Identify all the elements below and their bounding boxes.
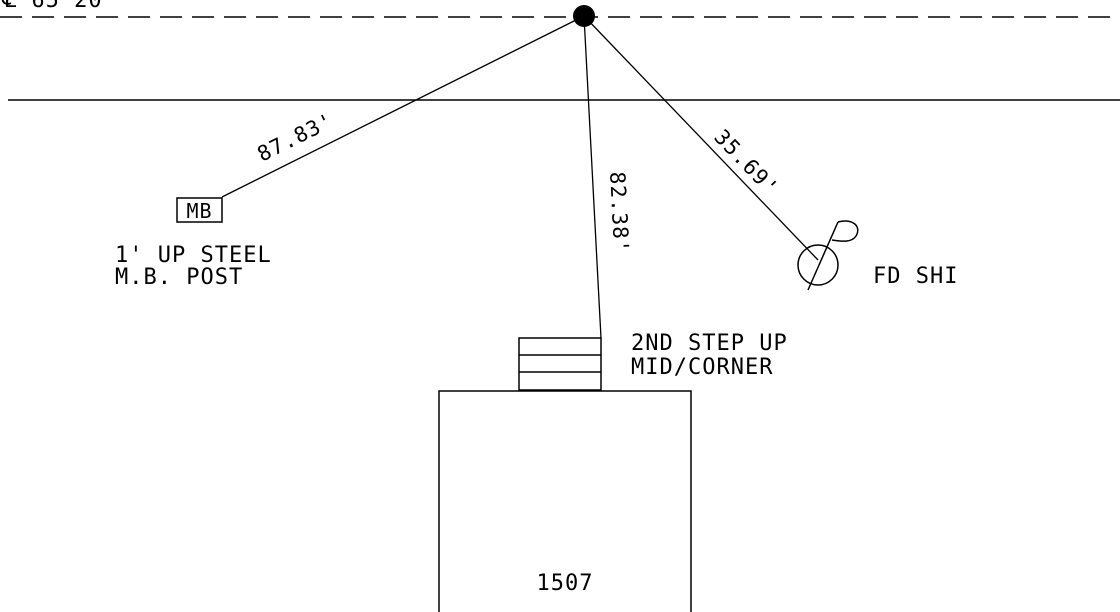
tie-distance-shi: 35.69'	[709, 125, 783, 201]
mailbox-label-line2: M.B. POST	[115, 265, 243, 290]
mailbox-symbol-text: MB	[186, 199, 212, 223]
tie-distance-step: 82.38'	[605, 171, 633, 254]
tie-distance-mailbox: 87.83'	[253, 108, 337, 166]
tie-line-shi	[583, 15, 819, 261]
step-label-line1: 2ND STEP UP	[631, 331, 788, 356]
step-label-line2: MID/CORNER	[631, 355, 773, 380]
shi-symbol	[797, 220, 859, 291]
house-number: 1507	[537, 571, 594, 596]
mailbox-symbol: MB	[176, 197, 223, 223]
tie-line-mailbox	[221, 15, 585, 198]
tie-point-marker	[573, 5, 595, 27]
house-outline	[438, 390, 692, 612]
step-symbol	[518, 337, 602, 391]
tie-line-step	[583, 15, 602, 339]
shi-label: FD SHI	[873, 264, 958, 289]
centerline-label: ℄ 65 20	[1, 0, 103, 13]
mailbox-label-line1: 1' UP STEEL	[115, 243, 272, 268]
